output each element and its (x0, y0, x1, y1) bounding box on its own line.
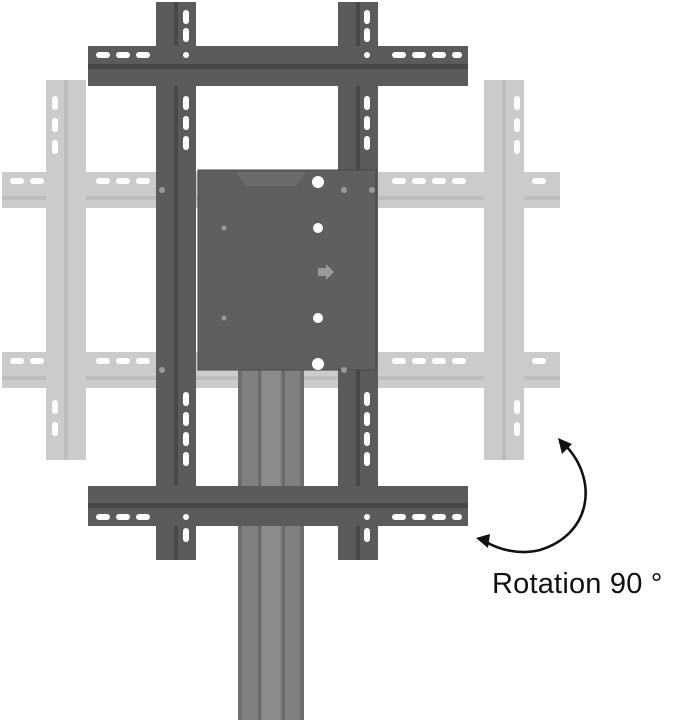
rotation-caption: Rotation 90 ° (492, 568, 663, 600)
rotation-arrow-icon (476, 438, 587, 554)
horizontal-rails (88, 46, 468, 526)
center-mounting-plate (159, 169, 377, 373)
stand-pole (238, 356, 304, 720)
direction-arrow-icon (318, 264, 334, 280)
